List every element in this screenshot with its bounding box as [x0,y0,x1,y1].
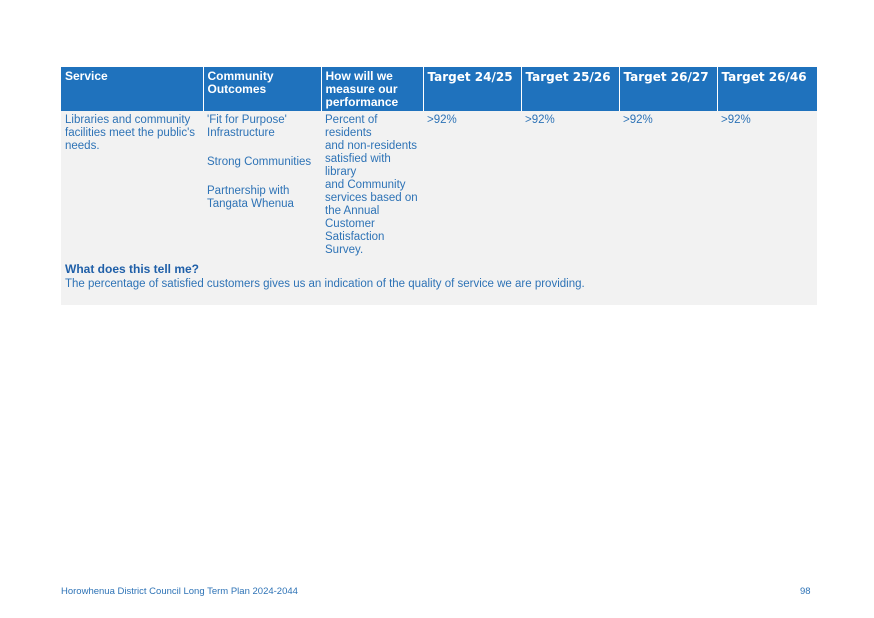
measure-line: the Annual [325,205,380,217]
explanation-box: What does this tell me? The percentage o… [61,260,817,305]
cell-measure: Percent of residents and non-residents s… [321,111,423,260]
measure-line: Percent of residents [325,114,378,139]
measure-line: Customer [325,218,375,230]
measure-line: Satisfaction Survey. [325,231,385,256]
cell-target-24-25: >92% [423,111,521,260]
cell-service: Libraries and community facilities meet … [61,111,203,260]
outcome-fit-for-purpose: 'Fit for Purpose' Infrastructure [207,114,287,139]
cell-target-25-26: >92% [521,111,619,260]
explanation-text: The percentage of satisfied customers gi… [65,278,585,290]
cell-target-26-46: >92% [717,111,817,260]
header-community-outcomes: Community Outcomes [202,67,321,111]
outcome-partnership: Partnership with Tangata Whenua [207,185,294,210]
table-header-row: Service Community Outcomes How will we m… [61,67,817,111]
measure-line: and non-residents [325,140,418,152]
cell-target-26-27: >92% [619,111,717,260]
header-target-26-46: Target 26/46 [716,67,817,111]
header-target-24-25: Target 24/25 [422,67,521,111]
performance-table: Service Community Outcomes How will we m… [61,67,817,260]
cell-community-outcomes: 'Fit for Purpose' Infrastructure Strong … [203,111,321,260]
header-service: Service [61,67,203,111]
outcome-strong-communities: Strong Communities [207,156,312,168]
header-measure: How will we measure our performance [320,67,423,111]
header-target-26-27: Target 26/27 [618,67,717,111]
table-row: Libraries and community facilities meet … [61,111,817,260]
measure-line: services based on [325,192,418,204]
footer-document-title: Horowhenua District Council Long Term Pl… [61,586,298,597]
measure-line: satisfied with library [325,153,391,178]
performance-section: Service Community Outcomes How will we m… [61,67,817,305]
explanation-title: What does this tell me? [65,262,200,276]
header-target-25-26: Target 25/26 [520,67,619,111]
measure-line: and Community [325,179,406,191]
footer-page-number: 98 [800,586,811,597]
